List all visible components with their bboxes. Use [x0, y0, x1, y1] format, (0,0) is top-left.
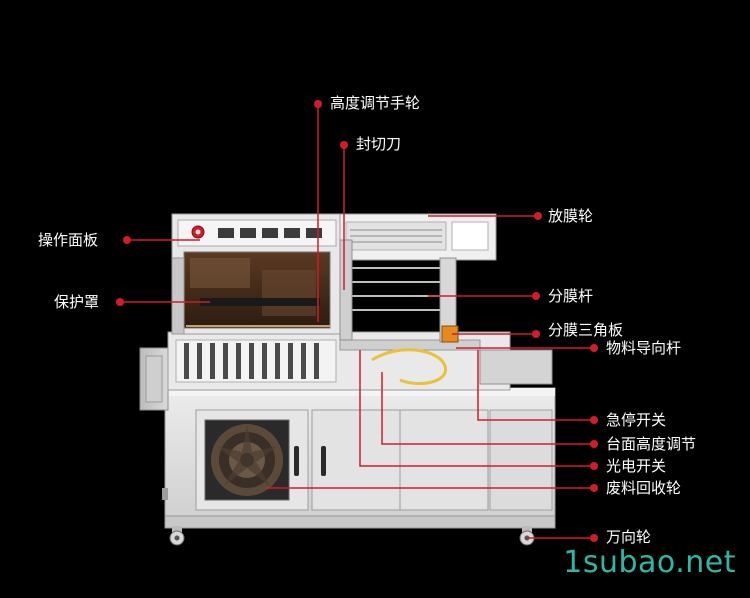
leader-dots — [116, 100, 598, 542]
label-control-panel: 操作面板 — [38, 231, 99, 249]
waste-rewind-reel — [204, 419, 290, 501]
upper-frame — [171, 213, 343, 335]
control-displays — [218, 228, 322, 238]
label-protective-cover: 保护罩 — [54, 293, 100, 311]
leader-table-height-adjust — [381, 372, 594, 445]
label-film-triangle-plate: 分膜三角板 — [548, 321, 624, 339]
dot-control-panel — [123, 236, 131, 244]
vent-slots — [184, 343, 319, 379]
dot-caster-wheel — [590, 534, 598, 542]
leader-photoelectric-switch — [359, 350, 594, 467]
label-caster-wheel: 万向轮 — [606, 528, 652, 546]
film-rods — [350, 267, 440, 311]
dot-film-unwind-wheel — [534, 212, 542, 220]
film-unwind-frame — [339, 213, 497, 343]
dot-film-separating-rod — [532, 292, 540, 300]
dot-height-handwheel — [314, 100, 322, 108]
dot-protective-cover — [116, 298, 124, 306]
leader-emergency-stop — [477, 350, 594, 421]
label-sealing-knife: 封切刀 — [356, 135, 402, 153]
label-material-guide-rod: 物料导向杆 — [606, 339, 682, 357]
label-film-separating-rod: 分膜杆 — [548, 287, 594, 305]
label-emergency-stop: 急停开关 — [606, 411, 667, 429]
dot-film-triangle-plate — [532, 330, 540, 338]
label-waste-rewind-wheel: 废料回收轮 — [606, 479, 682, 497]
dot-waste-rewind-wheel — [590, 484, 598, 492]
label-film-unwind-wheel: 放膜轮 — [548, 207, 594, 225]
dot-material-guide-rod — [590, 344, 598, 352]
film-rollers — [350, 229, 442, 243]
dot-sealing-knife — [340, 141, 348, 149]
dot-photoelectric-switch — [590, 462, 598, 470]
side-motor-box — [139, 347, 169, 411]
door-handles — [294, 446, 326, 476]
watermark: 1subao.net — [563, 545, 736, 580]
dot-emergency-stop — [590, 416, 598, 424]
yellow-cable — [371, 348, 447, 385]
label-height-handwheel: 高度调节手轮 — [330, 94, 421, 112]
label-table-height-adjust: 台面高度调节 — [606, 435, 697, 453]
dot-table-height-adjust — [590, 440, 598, 448]
label-photoelectric-switch: 光电开关 — [606, 457, 667, 475]
leader-lines — [120, 104, 594, 539]
